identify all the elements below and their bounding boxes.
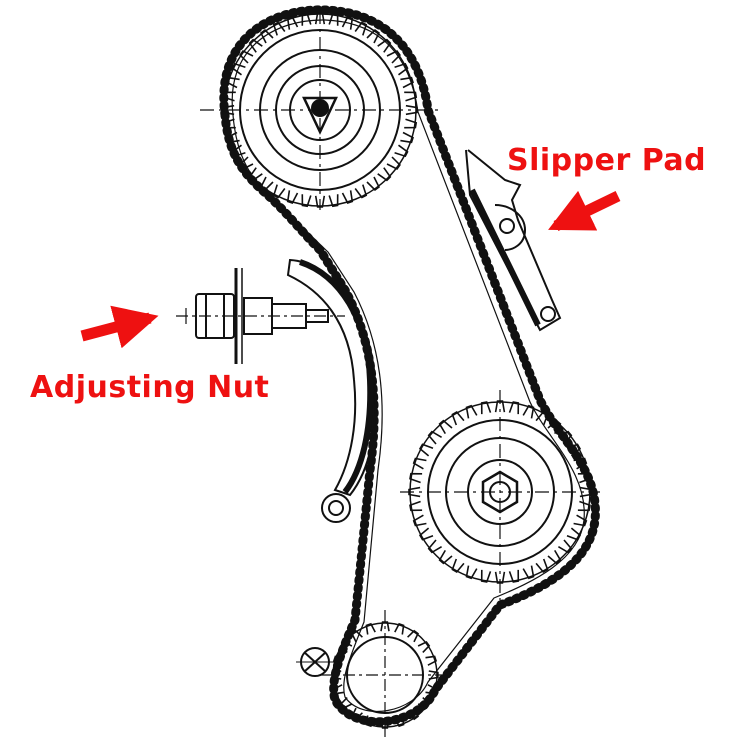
slipper-pad-label: Slipper Pad xyxy=(507,143,707,178)
adjusting-nut-label: Adjusting Nut xyxy=(30,370,270,405)
slipper-pad xyxy=(465,149,562,332)
tensioner-arm xyxy=(286,258,377,523)
timing-chain xyxy=(219,5,600,727)
annotation-arrows xyxy=(80,190,621,349)
crank-sprocket-teeth xyxy=(331,621,439,729)
lower-sprocket-teeth xyxy=(408,400,592,584)
slipper-pad-arrow xyxy=(548,190,621,231)
adjusting-nut-arrow xyxy=(80,305,159,349)
upper-camshaft-sprocket xyxy=(200,10,440,210)
lower-camshaft-sprocket xyxy=(400,390,600,600)
guide-bolt xyxy=(296,647,334,677)
upper-sprocket-teeth xyxy=(222,12,418,208)
tensioner-adjuster xyxy=(176,268,345,364)
